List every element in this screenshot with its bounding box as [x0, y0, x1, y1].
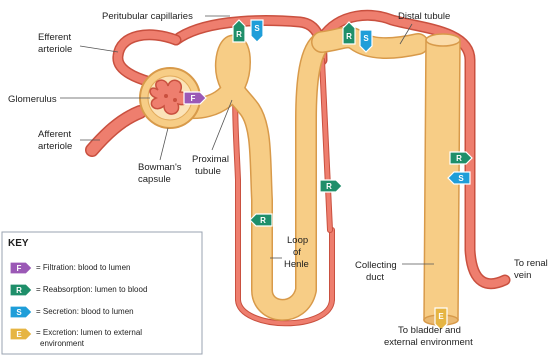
label-bladder-1: To bladder and	[398, 325, 461, 336]
label-peritubular-capillaries: Peritubular capillaries	[102, 11, 193, 22]
label-proximal-2: tubule	[195, 166, 221, 177]
secretion-arrow-icon: S	[251, 20, 263, 42]
key-excretion-icon-letter: E	[16, 330, 22, 339]
label-renal-vein-1: To renal	[514, 258, 548, 269]
label-afferent-2: arteriole	[38, 141, 72, 152]
key-excretion-text-1: = Excretion: lumen to external	[36, 328, 142, 337]
reabsorption-arrow-icon-letter: R	[326, 182, 332, 191]
reabsorption-arrow-icon-letter: R	[236, 30, 242, 39]
label-efferent-1: Efferent	[38, 32, 71, 43]
secretion-arrow-icon-letter: S	[458, 174, 464, 183]
key-reabsorption-icon-letter: R	[16, 286, 22, 295]
key-excretion-text-2: environment	[40, 339, 85, 348]
reabsorption-arrow-icon-letter: R	[260, 216, 266, 225]
label-bowmans-2: capsule	[138, 174, 171, 185]
label-collecting-2: duct	[366, 272, 384, 283]
key-filtration-text: = Filtration: blood to lumen	[36, 263, 131, 272]
key-reabsorption-text: = Reabsorption: lumen to blood	[36, 285, 147, 294]
label-collecting-1: Collecting	[355, 260, 397, 271]
key-secretion-text: = Secretion: blood to lumen	[36, 307, 134, 316]
label-renal-vein-2: vein	[514, 270, 531, 281]
leader-bowmans	[160, 128, 168, 160]
secretion-arrow-icon-letter: S	[363, 34, 369, 43]
label-bladder-2: external environment	[384, 337, 473, 348]
key-title: KEY	[8, 238, 29, 249]
excretion-arrow-icon-letter: E	[438, 312, 444, 321]
label-glomerulus: Glomerulus	[8, 94, 57, 105]
key-filtration-icon-letter: F	[17, 264, 22, 273]
label-afferent-1: Afferent	[38, 129, 71, 140]
key-secretion-icon-letter: S	[16, 308, 22, 317]
reabsorption-arrow-icon-letter: R	[456, 154, 462, 163]
reabsorption-arrow-icon-letter: R	[346, 32, 352, 41]
label-bowmans-1: Bowman's	[138, 162, 182, 173]
secretion-arrow-icon-letter: S	[254, 24, 260, 33]
key-box: KEY = Filtration: blood to lumen = Reabs…	[2, 232, 202, 354]
filtration-arrow-icon-letter: F	[191, 94, 196, 103]
label-loop-1: Loop	[287, 235, 308, 246]
label-efferent-2: arteriole	[38, 44, 72, 55]
reabsorption-arrow-icon: R	[320, 180, 342, 192]
label-distal-tubule: Distal tubule	[398, 11, 450, 22]
label-loop-3: Henle	[284, 259, 309, 270]
leader-efferent	[80, 46, 118, 52]
label-proximal-1: Proximal	[192, 154, 229, 165]
label-loop-2: of	[293, 247, 301, 258]
